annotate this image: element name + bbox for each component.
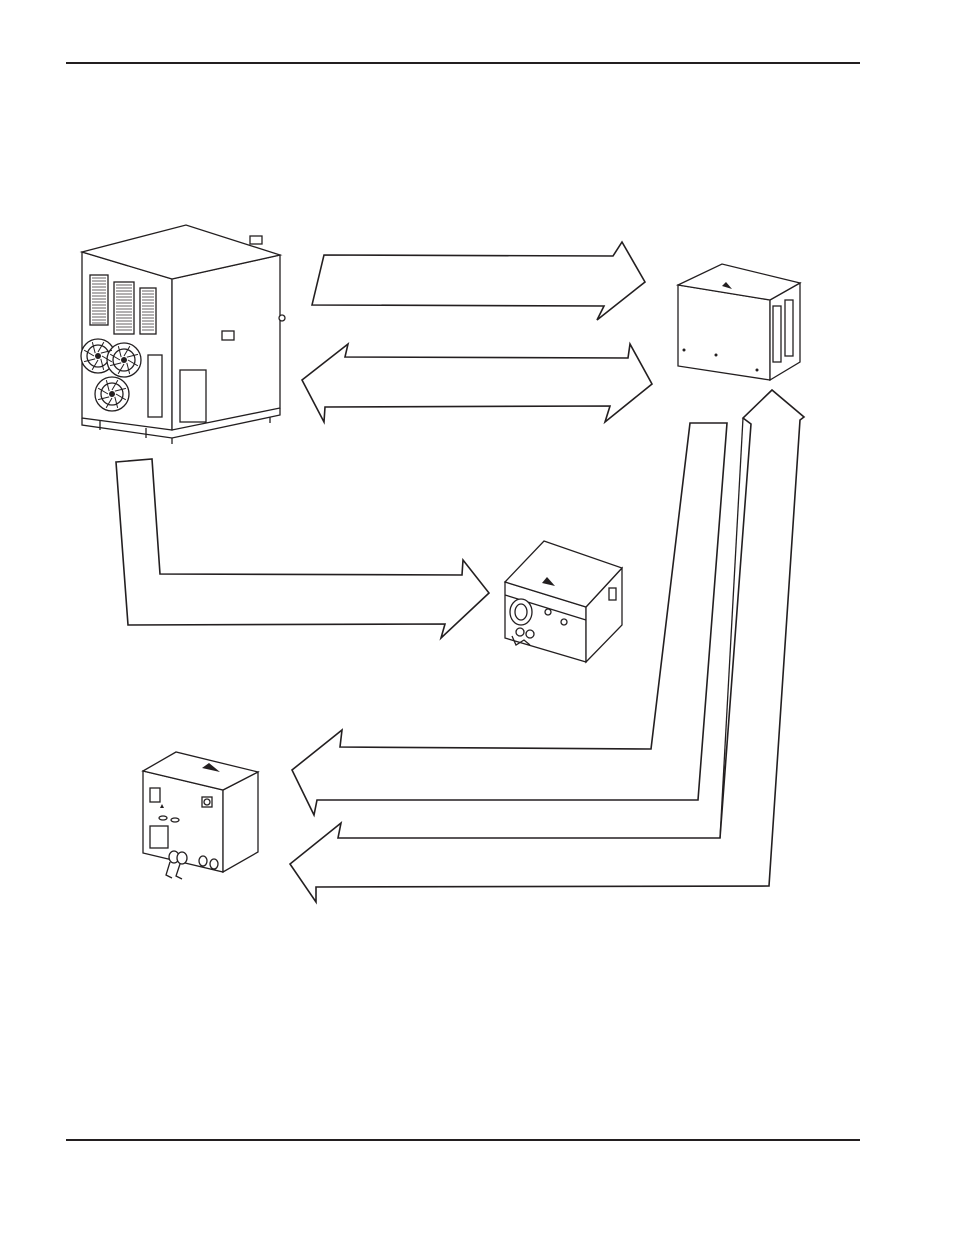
fan-blade	[114, 387, 127, 392]
fan-blade	[91, 341, 96, 354]
fan-blade	[91, 359, 99, 371]
fan-blade	[111, 379, 119, 391]
footer-rule	[66, 1139, 860, 1141]
fan-blade	[109, 362, 122, 367]
gas-console-box-icon	[503, 540, 624, 664]
fan-blade	[114, 396, 119, 409]
connection-arrow-2	[300, 341, 654, 425]
fan-blade	[101, 355, 113, 363]
fan-blade	[123, 345, 131, 357]
connection-line-6	[719, 417, 744, 839]
header-rule	[66, 62, 860, 64]
fan-blade	[127, 359, 139, 367]
control-box-icon	[141, 751, 260, 880]
power-supply-cabinet-icon	[79, 224, 791, 444]
fan-blade	[105, 379, 110, 392]
fan-blade	[109, 353, 121, 361]
connection-arrow-3	[115, 458, 491, 641]
fan-blade	[117, 345, 122, 358]
fan-blade	[100, 358, 105, 371]
fan-blade	[83, 358, 96, 363]
fan-blade	[126, 353, 139, 358]
connection-arrow-1	[310, 240, 647, 321]
fan-blade	[97, 396, 110, 401]
fan-blade	[126, 362, 131, 375]
fan-blade	[83, 349, 95, 357]
fan-blade	[115, 393, 127, 401]
fan-blade	[97, 387, 109, 395]
fan-blade	[97, 341, 105, 353]
fan-blade	[105, 397, 113, 409]
fan-blade	[100, 349, 113, 354]
ignition-console-box-icon	[675, 263, 802, 382]
connection-arrow-4	[290, 422, 728, 818]
fan-blade	[117, 363, 125, 375]
